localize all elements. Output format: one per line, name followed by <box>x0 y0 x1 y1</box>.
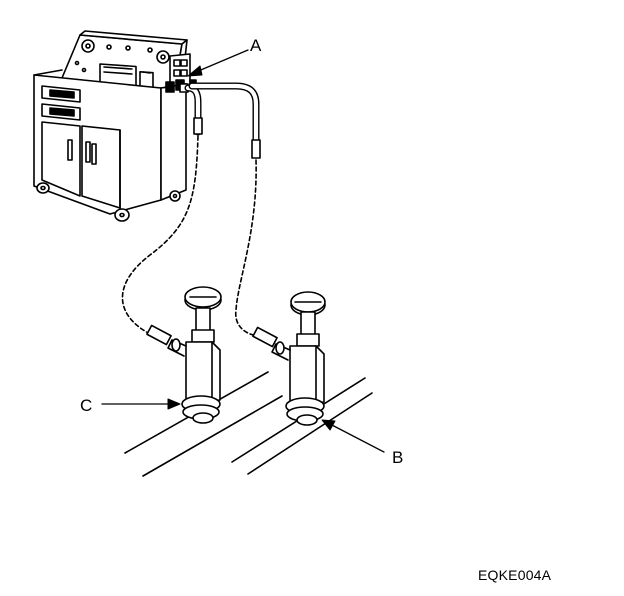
callout-a: A <box>250 36 262 55</box>
callout-b: B <box>392 448 404 467</box>
callout-c: C <box>80 396 93 415</box>
leader-lines <box>102 50 384 452</box>
floor-rails <box>125 372 372 476</box>
figure-id: EQKE004A <box>478 567 552 583</box>
test-stand-cabinet <box>34 31 190 221</box>
right-hose <box>192 86 260 336</box>
jack-b <box>253 292 325 425</box>
jack-c <box>147 287 221 423</box>
